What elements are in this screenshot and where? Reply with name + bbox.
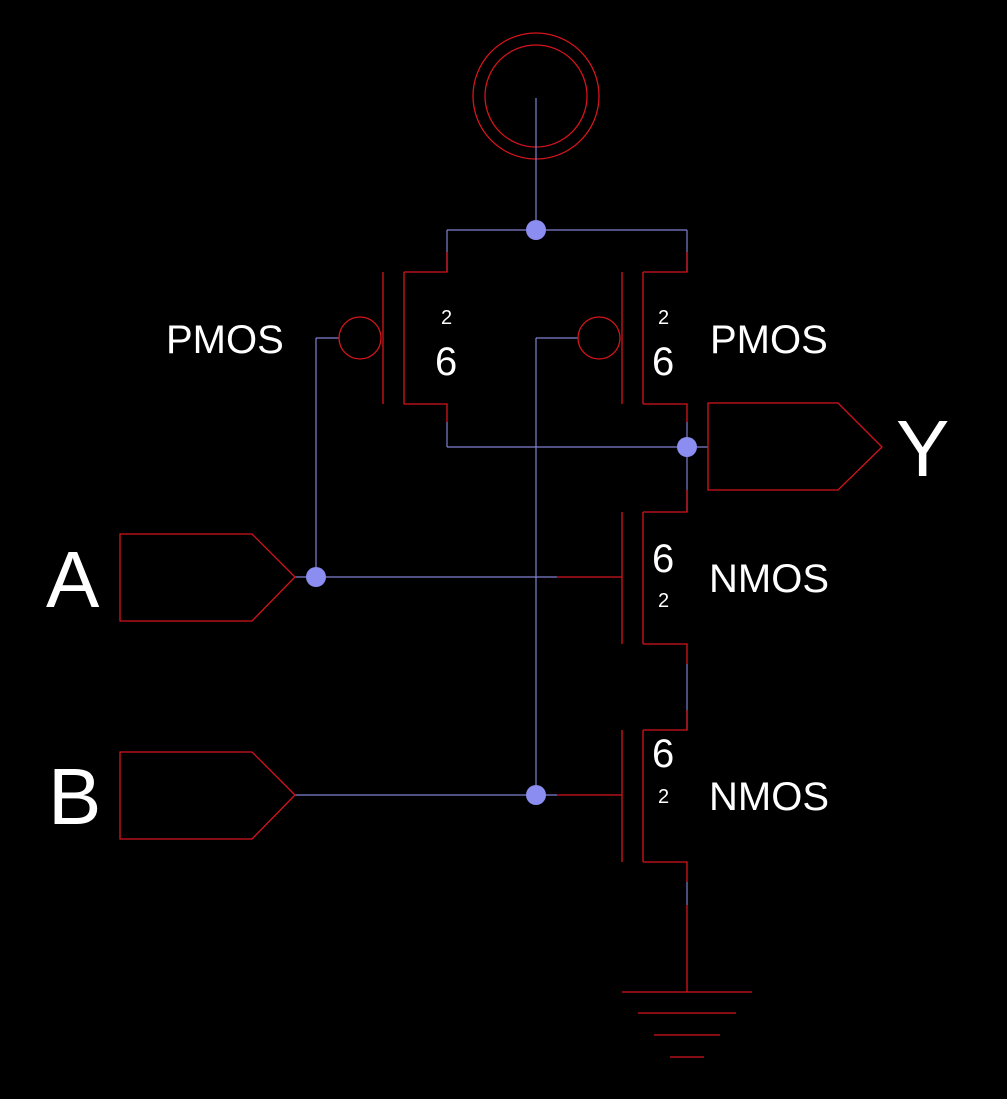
- nmos-bottom-width: 6: [652, 732, 674, 776]
- pmos-right-transistor: [577, 252, 688, 422]
- pmos-left-length: 2: [441, 307, 452, 329]
- input-b-label: B: [48, 752, 101, 841]
- node-input-b: [526, 785, 546, 805]
- pmos-left-transistor: [338, 252, 448, 422]
- nmos-bottom-transistor: [557, 710, 688, 882]
- node-output: [677, 437, 697, 457]
- output-port-y: [707, 402, 883, 491]
- pmos-right-length: 2: [658, 307, 669, 329]
- ground-icon: [622, 905, 752, 1058]
- nmos-bottom-label: NMOS: [709, 775, 829, 819]
- nmos-top-width: 6: [652, 537, 674, 581]
- input-a-label: A: [46, 535, 100, 624]
- pmos-right-width: 6: [652, 340, 674, 384]
- node-vdd: [526, 220, 546, 240]
- junction-nodes: [306, 220, 697, 805]
- pmos-left-width: 6: [435, 340, 457, 384]
- node-input-a: [306, 567, 326, 587]
- nmos-top-length: 2: [658, 590, 669, 612]
- input-port-a: [119, 533, 296, 622]
- output-y-label: Y: [896, 404, 949, 493]
- nmos-bottom-length: 2: [658, 786, 669, 808]
- wires: [295, 98, 708, 905]
- pmos-right-label: PMOS: [710, 318, 828, 362]
- nmos-top-transistor: [557, 490, 688, 664]
- pmos-left-label: PMOS: [166, 318, 284, 362]
- nmos-top-label: NMOS: [709, 557, 829, 601]
- input-port-b: [119, 751, 296, 840]
